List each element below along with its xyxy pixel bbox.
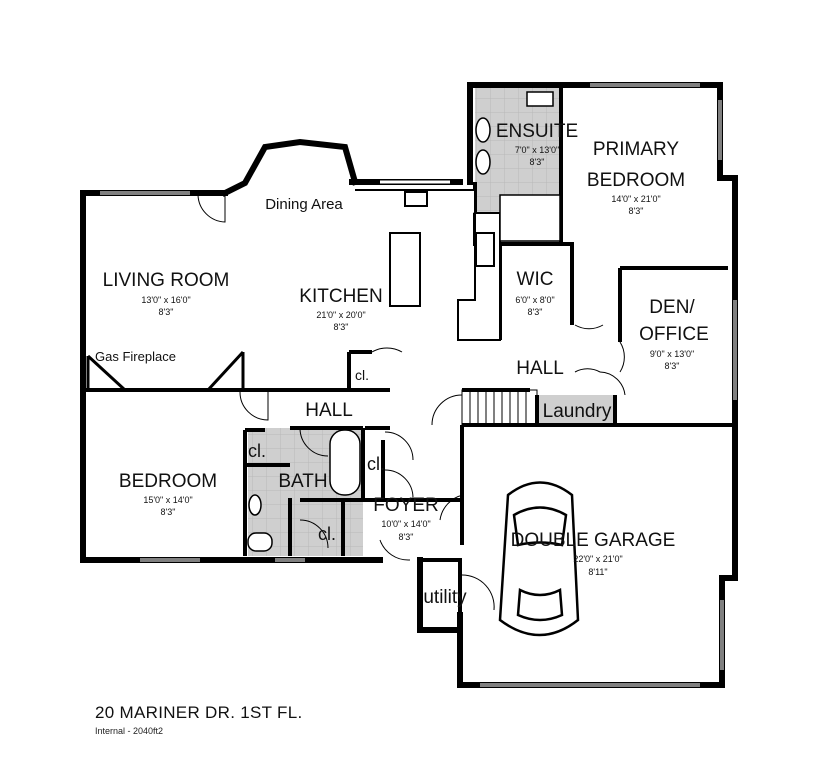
laundry-label: Laundry [543,401,612,422]
primary-height: 8'3" [629,206,644,216]
floor-plan: ENSUITE 7'0" x 13'0" 8'3" PRIMARY BEDROO… [80,82,738,688]
living-size: 13'0" x 16'0" [141,295,190,305]
wic-label: WIC [517,269,554,290]
dining-label: Dining Area [265,196,343,213]
hall-lower-label: HALL [305,400,353,421]
wic-height: 8'3" [528,307,543,317]
fireplace-label: Gas Fireplace [95,349,176,364]
den-height: 8'3" [665,361,680,371]
bedroom-height: 8'3" [161,507,176,517]
den-label-1: DEN/ [649,297,695,318]
wic-size: 6'0" x 8'0" [515,295,554,305]
bath-label: BATH [278,471,327,492]
foyer-height: 8'3" [399,532,414,542]
primary-size: 14'0" x 21'0" [611,194,660,204]
kitchen-height: 8'3" [334,322,349,332]
foyer-size: 10'0" x 14'0" [381,519,430,529]
stairs [461,389,538,426]
den-size: 9'0" x 13'0" [650,349,694,359]
primary-label-1: PRIMARY [593,139,680,160]
laundry-floor [537,395,615,425]
car-icon [498,481,580,637]
fireplace [86,350,245,392]
kitchen-label: KITCHEN [299,286,382,307]
door-swings [197,194,626,611]
hall-upper-label: HALL [516,358,564,379]
living-height: 8'3" [159,307,174,317]
primary-label-2: BEDROOM [587,170,685,191]
closet-bath-label: cl. [318,524,336,544]
bedroom-label: BEDROOM [119,471,217,492]
ensuite-fixtures [475,91,561,242]
closet-bedroom-label: cl. [248,441,266,461]
bath-fixtures [247,429,361,552]
den-label-2: OFFICE [639,324,709,345]
ensuite-label: ENSUITE [496,121,578,142]
bedroom-size: 15'0" x 14'0" [143,495,192,505]
utility-label: utility [423,587,467,608]
ensuite-size: 7'0" x 13'0" [515,145,559,155]
plan-title: 20 MARINER DR. 1ST FL. [95,703,303,722]
garage-size: 22'0" x 21'0" [573,554,622,564]
foyer-label: FOYER [373,495,438,516]
closet-hall-label: cl. [367,454,385,474]
living-label: LIVING ROOM [103,270,230,291]
plan-subtitle: Internal - 2040ft2 [95,726,164,736]
kitchen-size: 21'0" x 20'0" [316,310,365,320]
garage-height: 8'11" [588,567,607,577]
ensuite-height: 8'3" [530,157,545,167]
closet-kitchen-label: cl. [355,367,369,383]
garage-label: DOUBLE GARAGE [511,530,676,551]
kitchen-counters [355,189,501,341]
window-lines [100,84,736,686]
